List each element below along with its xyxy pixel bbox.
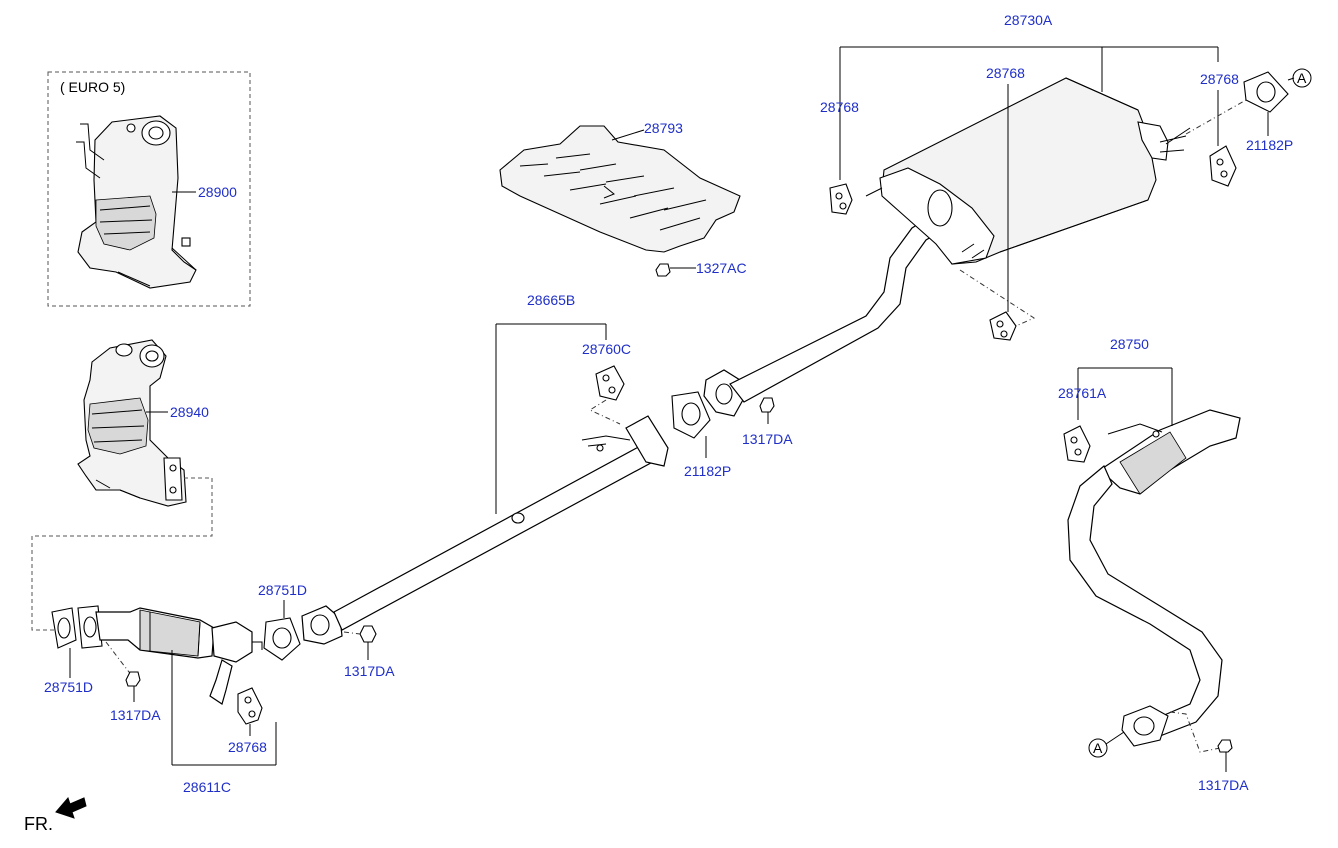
center-pipe-assy-label: 28665B [527, 292, 575, 308]
hanger-tail[interactable] [1063, 425, 1091, 463]
reference-marker-a-top-text: A [1297, 70, 1307, 86]
hanger-front-label: 28768 [228, 739, 267, 755]
catalytic-converter-euro5[interactable] [76, 115, 197, 289]
hanger-muffler-right-label: 28768 [1200, 71, 1239, 87]
hanger-center[interactable] [595, 365, 625, 401]
nut-tail[interactable] [1217, 739, 1233, 753]
main-muffler-assy[interactable] [703, 77, 1191, 417]
hanger-center-label: 28760C [582, 341, 631, 357]
gasket-center[interactable] [263, 617, 301, 661]
hanger-muffler-mid[interactable] [989, 311, 1017, 341]
reference-marker-a-bottom-text: A [1093, 740, 1103, 756]
euro5-variant-box: ( EURO 5) [47, 71, 251, 307]
reference-marker-a-top: A [1287, 68, 1312, 88]
gasket-center-rear[interactable] [671, 391, 711, 439]
nut-center[interactable] [359, 625, 377, 643]
nut-center-rear[interactable] [759, 397, 775, 413]
main-heat-shield[interactable] [499, 125, 741, 253]
nut-front-lower[interactable] [125, 671, 141, 687]
hanger-muffler-left-label: 28768 [820, 99, 859, 115]
catalytic-converter-euro5-label: 28900 [198, 184, 237, 200]
euro5-variant-label: ( EURO 5) [60, 79, 125, 95]
gasket-muffler-outlet[interactable] [1243, 71, 1289, 113]
tail-pipe-assy[interactable] [1067, 409, 1241, 747]
main-heat-shield-label: 28793 [644, 120, 683, 136]
front-direction-indicator: FR. [24, 797, 87, 834]
catalytic-converter[interactable] [77, 339, 187, 507]
catalytic-converter-label: 28940 [170, 404, 209, 420]
center-pipe-assy[interactable] [301, 415, 669, 645]
hanger-muffler-mid-label: 28768 [986, 65, 1025, 81]
front-pipe-assy-label: 28611C [183, 779, 231, 795]
gasket-center-label: 28751D [258, 582, 307, 598]
reference-marker-a-bottom: A [1088, 731, 1125, 758]
hanger-muffler-left[interactable] [829, 183, 853, 215]
nut-front-lower-label: 1317DA [110, 707, 161, 723]
hanger-muffler-right[interactable] [1209, 145, 1237, 187]
gasket-front-label: 28751D [44, 679, 93, 695]
front-arrow-icon [55, 797, 87, 819]
gasket-center-rear-label: 21182P [684, 463, 731, 479]
direction-label: FR. [24, 814, 53, 834]
gasket-muffler-outlet-label: 21182P [1246, 137, 1293, 153]
front-pipe-assy[interactable] [77, 605, 263, 705]
gasket-front[interactable] [51, 607, 77, 649]
hanger-tail-label: 28761A [1058, 385, 1107, 401]
converter-to-front-pipe-connection [31, 477, 213, 631]
nut-center-label: 1317DA [344, 663, 395, 679]
main-muffler-assy-label: 28730A [1004, 12, 1053, 28]
nut-heat-shield-label: 1327AC [696, 260, 747, 276]
nut-center-rear-label: 1317DA [742, 431, 793, 447]
hanger-front[interactable] [237, 687, 263, 725]
tail-pipe-assy-label: 28750 [1110, 336, 1149, 352]
nut-heat-shield[interactable] [655, 263, 671, 277]
nut-tail-label: 1317DA [1198, 777, 1249, 793]
